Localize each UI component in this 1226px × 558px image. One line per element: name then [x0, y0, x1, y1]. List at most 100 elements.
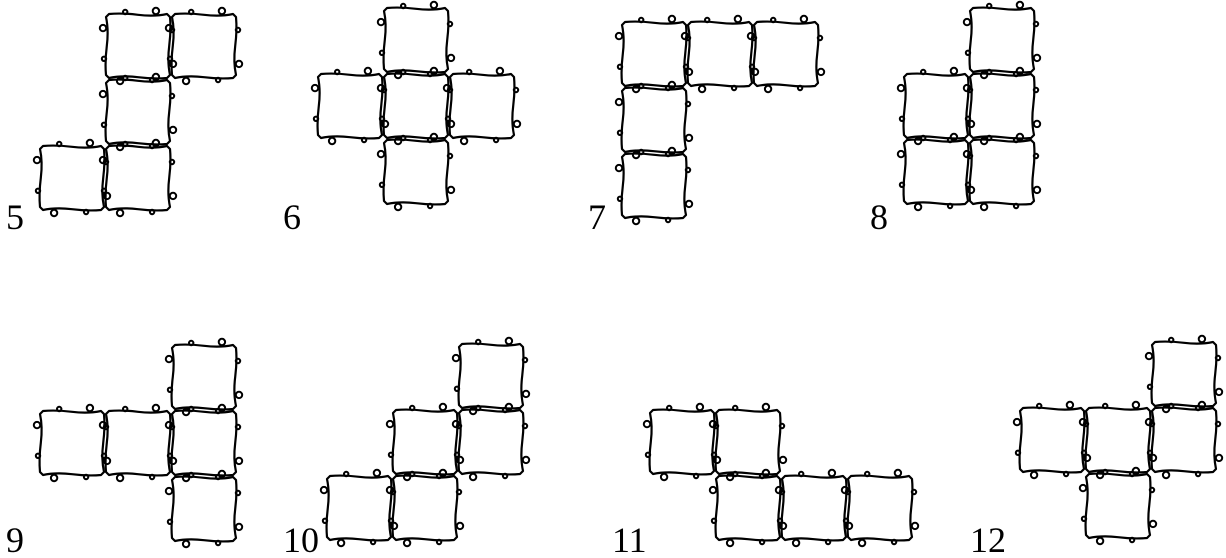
edge-tab	[1150, 488, 1154, 492]
edge-tab	[776, 487, 782, 493]
figure-label: 5	[6, 197, 24, 237]
edge-tab	[616, 99, 622, 105]
edge-tab	[380, 51, 384, 55]
edge-tab	[503, 474, 507, 478]
square-cell	[34, 405, 110, 481]
square-cell	[166, 339, 242, 415]
edge-tab	[219, 339, 225, 345]
edge-tab	[437, 540, 441, 544]
edge-tab	[616, 33, 622, 39]
edge-tab	[818, 36, 822, 40]
edge-tab	[1064, 472, 1068, 476]
edge-tab	[760, 540, 764, 544]
edge-tab	[616, 165, 622, 171]
edge-tab	[618, 65, 622, 69]
edge-tab	[102, 189, 106, 193]
square-cell	[842, 470, 918, 546]
edge-tab	[100, 157, 106, 163]
edge-tab	[428, 204, 432, 208]
edge-tab	[87, 140, 93, 146]
figure-label: 10	[283, 520, 319, 558]
edge-tab	[314, 117, 318, 121]
edge-tab	[34, 422, 40, 428]
edge-tab	[686, 168, 690, 172]
edge-tab	[57, 142, 61, 146]
edge-tab	[448, 187, 454, 193]
edge-tab	[431, 134, 437, 140]
edge-tab	[710, 421, 716, 427]
edge-tab	[900, 117, 904, 121]
square-cell	[453, 404, 529, 480]
edge-tab	[168, 520, 172, 524]
edge-tab	[686, 102, 690, 106]
edge-tab	[1199, 402, 1205, 408]
edge-tab	[733, 406, 737, 410]
edge-tab	[1216, 422, 1220, 426]
edge-tab	[461, 138, 467, 144]
edge-tab	[344, 472, 348, 476]
edge-tab	[36, 189, 40, 193]
edge-tab	[732, 86, 736, 90]
square-cell	[100, 140, 176, 216]
edge-tab	[102, 57, 106, 61]
figure-6: 6	[283, 2, 520, 237]
edge-tab	[117, 210, 123, 216]
edge-tab	[686, 201, 692, 207]
edge-tab	[735, 16, 741, 22]
edge-tab	[1031, 472, 1037, 478]
edge-tab	[387, 421, 393, 427]
square-cell	[444, 68, 520, 144]
square-cell	[1080, 468, 1156, 544]
edge-tab	[966, 117, 970, 121]
edge-tab	[153, 8, 159, 14]
edge-tab	[153, 405, 159, 411]
edge-tab	[682, 33, 688, 39]
edge-tab	[506, 404, 512, 410]
edge-tab	[1133, 468, 1139, 474]
edge-tab	[448, 22, 452, 26]
edge-tab	[727, 540, 733, 546]
edge-tab	[523, 424, 527, 428]
edge-tab	[1037, 404, 1041, 408]
edge-tab	[1034, 154, 1038, 158]
edge-tab	[798, 86, 802, 90]
edge-tab	[57, 407, 61, 411]
edge-tab	[523, 457, 529, 463]
edge-tab	[329, 138, 335, 144]
square-cell	[312, 68, 388, 144]
edge-tab	[1014, 204, 1018, 208]
edge-tab	[100, 91, 106, 97]
edge-tab	[102, 123, 106, 127]
edge-tab	[859, 540, 865, 546]
edge-tab	[750, 65, 754, 69]
square-cell	[964, 68, 1040, 144]
square-cell	[1080, 402, 1156, 478]
edge-tab	[966, 51, 970, 55]
square-cell	[964, 134, 1040, 210]
edge-tab	[395, 204, 401, 210]
edge-tab	[948, 204, 952, 208]
edge-tab	[401, 136, 405, 140]
edge-tab	[686, 135, 692, 141]
edge-tab	[1150, 521, 1156, 527]
edge-tab	[374, 470, 380, 476]
edge-tab	[898, 151, 904, 157]
edge-tab	[666, 218, 670, 222]
edge-tab	[921, 70, 925, 74]
square-cell	[378, 2, 454, 78]
edge-tab	[168, 388, 172, 392]
edge-tab	[1082, 517, 1086, 521]
square-cell	[34, 140, 110, 216]
edge-tab	[321, 487, 327, 493]
edge-tab	[763, 470, 769, 476]
edge-tab	[189, 473, 193, 477]
edge-tab	[964, 85, 970, 91]
edge-tab	[710, 487, 716, 493]
edge-tab	[915, 204, 921, 210]
edge-tab	[476, 406, 480, 410]
edge-tab	[667, 406, 671, 410]
edge-tab	[799, 472, 803, 476]
edge-tab	[633, 218, 639, 224]
edge-tab	[661, 474, 667, 480]
edge-tab	[618, 131, 622, 135]
